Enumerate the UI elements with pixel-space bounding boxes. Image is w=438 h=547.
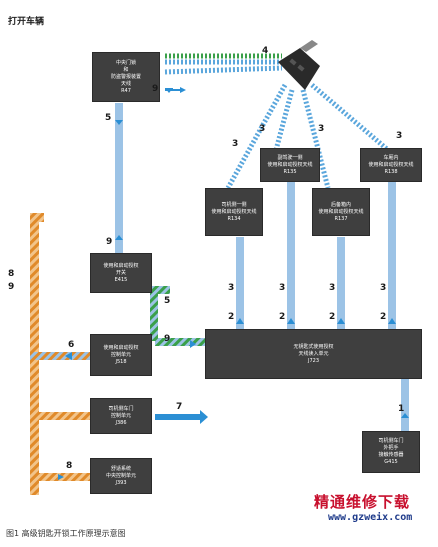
step-number-3-f: 3 — [279, 283, 286, 293]
comfort-unit-j393-box: 舒适系统 中央控制单元 J393 — [90, 458, 152, 494]
j723-line3: J723 — [307, 357, 320, 364]
step-number-1: 1 — [398, 404, 405, 414]
j518-line3: J518 — [115, 358, 127, 365]
step-number-5-top: 5 — [105, 113, 112, 123]
step-number-3-e: 3 — [228, 283, 235, 293]
r137-line3: R137 — [334, 215, 348, 222]
j393-line2: 中央控制单元 — [105, 472, 136, 479]
step-number-3-h: 3 — [380, 283, 387, 293]
step-number-5-mid: 5 — [164, 296, 171, 306]
signal-bars — [115, 103, 409, 431]
wireless-links — [164, 59, 390, 190]
step-number-3-d: 3 — [396, 131, 403, 141]
e415-line3: E415 — [114, 276, 128, 283]
j393-line1: 舒适系统 — [110, 465, 131, 472]
step-number-9-mid: 9 — [106, 237, 113, 247]
step-number-2-d: 2 — [380, 312, 387, 322]
orange-bus-j518 — [30, 352, 90, 360]
j393-line3: J393 — [115, 479, 127, 486]
step-number-3-a: 3 — [232, 139, 239, 149]
j518-line2: 控制单元 — [110, 351, 131, 358]
j386-line3: J386 — [115, 419, 127, 426]
antenna-r138-box: 车厢内 使用和启动授权天线 R138 — [360, 148, 422, 182]
sensor-g415-box: 司机侧车门 外把手 接触传感器 G415 — [362, 431, 420, 473]
door-unit-j386-box: 司机侧车门 控制单元 J386 — [90, 398, 152, 434]
j723-line1: 无钥匙式使用授权 — [293, 343, 334, 350]
antenna-r47-box: 中央门锁 和 防盗警报装置 天线 R47 — [92, 52, 160, 102]
page-title: 打开车辆 — [8, 17, 45, 27]
g415-line4: G415 — [384, 459, 398, 465]
r137-line1: 后备箱内 — [330, 201, 351, 208]
arrow-right-small-head — [180, 87, 186, 93]
step-number-6: 6 — [68, 340, 75, 350]
orange-bus-j386 — [30, 412, 90, 420]
r138-line2: 使用和启动授权天线 — [368, 161, 414, 168]
step-number-2-b: 2 — [279, 312, 286, 322]
g415-line2: 外把手 — [383, 445, 399, 451]
step-number-3-b: 3 — [259, 124, 266, 134]
j386-output-line — [155, 414, 200, 420]
watermark-url: www.gzweix.com — [328, 512, 413, 523]
step-number-7: 7 — [176, 402, 183, 412]
step-number-9-top: 9 — [152, 84, 159, 94]
r138-line1: 车厢内 — [383, 154, 399, 161]
figure-caption: 图1 高级钥匙开锁工作原理示意图 — [6, 529, 126, 538]
r137-line2: 使用和启动授权天线 — [318, 208, 364, 215]
green-bus-vertical — [150, 286, 158, 341]
green-bus-bottom — [155, 338, 205, 346]
j386-line2: 控制单元 — [110, 412, 131, 419]
r134-line1: 司机侧一侧 — [221, 201, 247, 208]
e415-line2: 开关 — [115, 269, 126, 276]
j386-output-arrowhead — [200, 410, 208, 424]
step-number-3-g: 3 — [329, 283, 336, 293]
r134-line3: R134 — [227, 215, 241, 222]
r47-line1: 中央门锁 — [115, 59, 136, 66]
control-unit-j518-box: 使用和启动授权 控制单元 J518 — [90, 334, 152, 376]
r135-line3: R135 — [283, 168, 297, 175]
r135-line1: 副驾驶一侧 — [277, 154, 303, 161]
step-number-9-left: 9 — [8, 282, 15, 292]
green-bus-top — [150, 286, 170, 294]
orange-bus-top — [30, 213, 44, 222]
antenna-r134-box: 司机侧一侧 使用和启动授权天线 R134 — [205, 188, 263, 236]
r134-line2: 使用和启动授权天线 — [211, 208, 257, 215]
r138-line3: R138 — [384, 168, 398, 175]
step-number-3-c: 3 — [318, 124, 325, 134]
e415-line1: 使用和启动授权 — [103, 262, 139, 269]
switch-e415-box: 使用和启动授权 开关 E415 — [90, 253, 152, 293]
r47-line5: R47 — [121, 87, 131, 94]
antenna-reader-j723-box: 无钥匙式使用授权 天线读入单元 J723 — [205, 329, 422, 379]
key-fob-icon — [278, 40, 320, 90]
step-number-8-left: 8 — [8, 269, 15, 279]
step-number-8-bottom: 8 — [66, 461, 73, 471]
r47-line2: 和 — [123, 66, 129, 73]
r47-line3: 防盗警报装置 — [110, 73, 141, 80]
r47-line4: 天线 — [120, 80, 131, 87]
g415-line3: 接触传感器 — [378, 452, 404, 458]
r135-line2: 使用和启动授权天线 — [267, 161, 313, 168]
step-number-9-bus: 9 — [164, 334, 171, 344]
j723-line2: 天线读入单元 — [298, 350, 329, 357]
g415-line1: 司机侧车门 — [378, 438, 404, 444]
watermark-cn: 精通维修下载 — [314, 493, 411, 511]
antenna-r137-box: 后备箱内 使用和启动授权天线 R137 — [312, 188, 370, 236]
step-number-2-c: 2 — [329, 312, 336, 322]
j518-line1: 使用和启动授权 — [103, 344, 139, 351]
step-number-2-a: 2 — [228, 312, 235, 322]
antenna-r135-box: 副驾驶一侧 使用和启动授权天线 R135 — [260, 148, 320, 182]
step-number-4: 4 — [262, 46, 269, 56]
j386-line1: 司机侧车门 — [108, 405, 134, 412]
